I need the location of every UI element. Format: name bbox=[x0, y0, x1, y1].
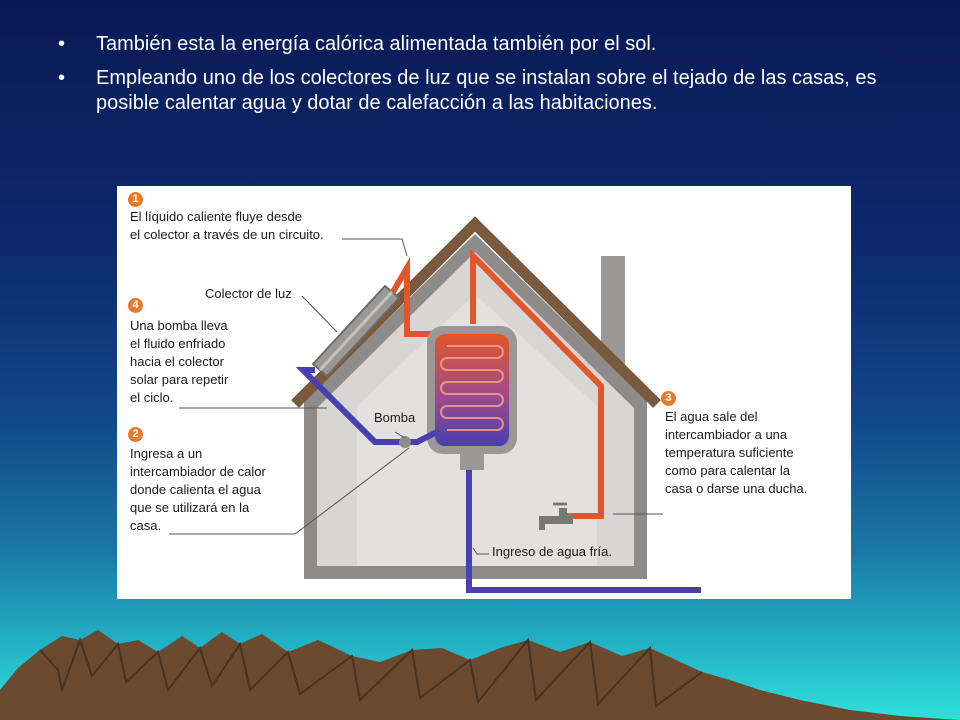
mountain-shape bbox=[0, 630, 960, 720]
cold-water-pipe bbox=[466, 470, 701, 593]
cold-return-pipe bbox=[295, 367, 439, 445]
pump bbox=[399, 436, 411, 448]
step-badge: 2 bbox=[128, 427, 143, 442]
cold-water-label: Ingreso de agua fría. bbox=[492, 544, 612, 559]
step-badge: 4 bbox=[128, 298, 143, 313]
step-badge: 3 bbox=[661, 391, 676, 406]
bullet-symbol: • bbox=[58, 67, 66, 89]
bullet-item: • Empleando uno de los colectores de luz … bbox=[58, 66, 908, 116]
step-2-text: Ingresa a un intercambiador de calor don… bbox=[130, 446, 266, 533]
bullet-list: • También esta la energía calórica alimen… bbox=[58, 32, 908, 125]
tap bbox=[539, 508, 573, 530]
pump-label: Bomba bbox=[374, 410, 416, 425]
step-3-text: El agua sale del intercambiador a una te… bbox=[665, 409, 808, 496]
house-illustration bbox=[169, 216, 701, 593]
bullet-text: Empleando uno de los colectores de luz q… bbox=[96, 67, 877, 114]
solar-heating-diagram: 1 El líquido caliente fluye desde el col… bbox=[117, 186, 851, 599]
step-1-text: El líquido caliente fluye desde el colec… bbox=[130, 209, 324, 242]
bullet-symbol: • bbox=[58, 33, 66, 55]
bullet-text: También esta la energía calórica aliment… bbox=[96, 33, 657, 55]
step-4-text: Una bomba lleva el fluido enfriado hacia… bbox=[130, 318, 229, 405]
heat-exchanger-coil bbox=[440, 345, 504, 431]
collector-label: Colector de luz bbox=[205, 286, 292, 301]
bullet-item: • También esta la energía calórica alimen… bbox=[58, 32, 908, 57]
hot-water-pipe bbox=[470, 248, 604, 519]
step-badge: 1 bbox=[128, 192, 143, 207]
